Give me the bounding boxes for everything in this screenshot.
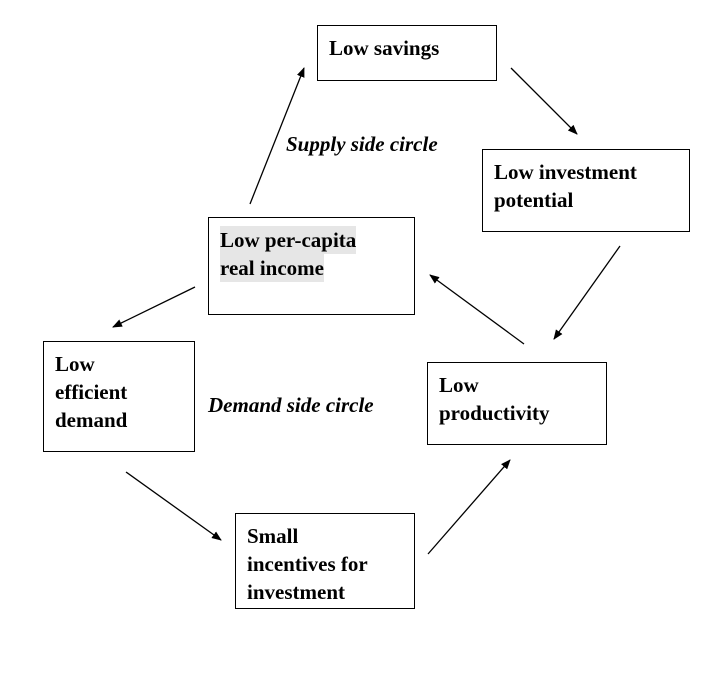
node-low-savings: Low savings (317, 25, 497, 81)
demand-side-circle-label: Demand side circle (208, 393, 374, 417)
arrow-efficient-demand-to-incentives (125, 471, 222, 541)
arrow-productivity-to-income (429, 274, 525, 345)
node-label: demand (55, 408, 128, 432)
node-label: Low (55, 352, 95, 376)
node-low-productivity: Low productivity (427, 362, 607, 445)
node-label: Small (247, 524, 299, 548)
node-small-incentives-for-investment: Small incentives for investment (235, 513, 415, 609)
supply-side-circle-label: Supply side circle (286, 132, 438, 156)
node-low-investment-potential: Low investment potential (482, 149, 690, 232)
node-label: Low (439, 373, 479, 397)
node-label: incentives for (247, 552, 368, 576)
node-label: Low investment (494, 160, 637, 184)
node-low-per-capita-real-income: Low per-capita real income (208, 217, 415, 315)
node-label: productivity (439, 401, 550, 425)
node-label: Low per-capita (220, 226, 357, 254)
arrow-investment-potential-to-productivity (553, 245, 621, 340)
node-label: Low savings (329, 36, 440, 60)
node-label: real income (220, 254, 324, 282)
arrow-income-to-savings (249, 67, 305, 205)
arrow-savings-to-investment-potential (510, 67, 578, 135)
node-low-efficient-demand: Low efficient demand (43, 341, 195, 452)
arrow-incentives-to-productivity (427, 459, 511, 555)
arrow-income-to-efficient-demand (112, 286, 196, 328)
node-label: potential (494, 188, 574, 212)
node-label: efficient (55, 380, 128, 404)
node-label: investment (247, 580, 345, 604)
